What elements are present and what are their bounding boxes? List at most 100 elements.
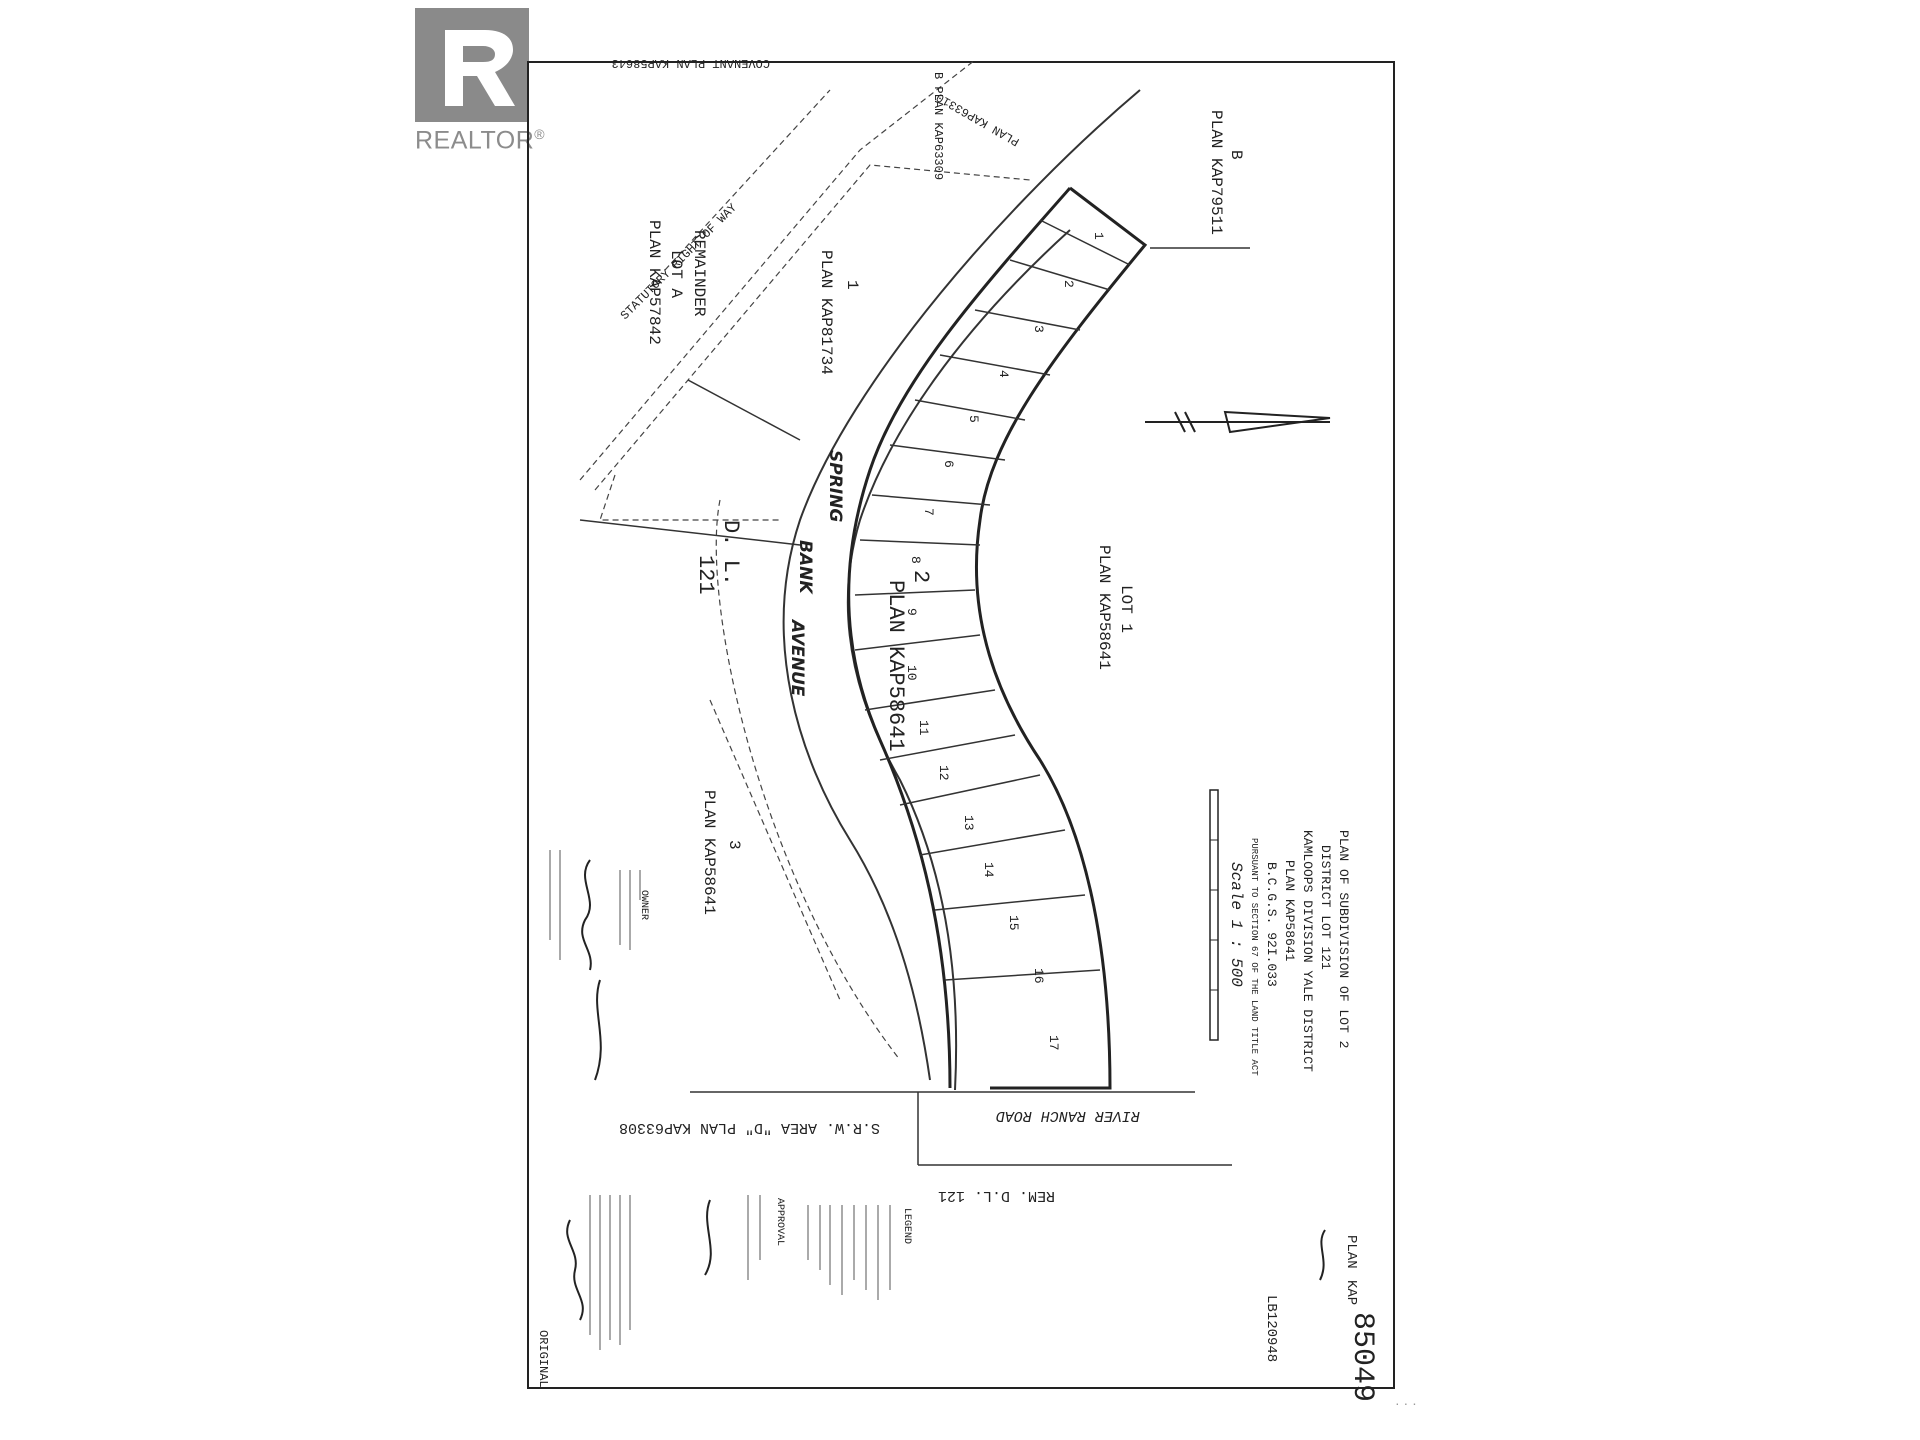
lot-numbers: 1 2 3 4 5 6 7 8 9 10 11 12 13 14 15 16 1… [904,232,1106,1051]
lb-number: LB120948 [1263,1295,1279,1362]
road-name-spring: SPRING [825,450,845,522]
lot-number: 17 [1046,1035,1061,1051]
dashed-line [594,164,1031,491]
signature-witness [581,859,592,971]
sheet-border [527,61,1395,1389]
north-arrow [1145,410,1331,434]
lot-number: 11 [916,720,931,736]
lot-line [919,829,1066,856]
realtor-brand-text: REALTOR [415,126,535,155]
title-block: PLAN OF SUBDIVISION OF LOT 2 DISTRICT LO… [1227,830,1351,1076]
signature-surveyor [566,1219,584,1321]
srw-label: S.R.W. AREA "D" PLAN KAP63308 [619,1119,880,1136]
title-line-6: PURSUANT TO SECTION 67 OF THE LAND TITLE… [1249,838,1259,1076]
lot-line [1039,219,1131,266]
realtor-logo-mark [415,8,529,122]
statutory-row-label: STATUTORY RIGHT OF WAY [618,201,740,323]
original-stamp: ORIGINAL [536,1330,550,1388]
lot-line [854,634,981,651]
lot-line [944,969,1101,981]
approval-heading: APPROVAL [774,1198,785,1246]
lot-line [934,894,1086,911]
dl-label: D. L. [718,520,743,586]
lot-number: 5 [966,415,981,423]
plan-prefix: PLAN [1343,1235,1359,1269]
signature-approval [704,1199,712,1276]
plan-number-block: PLAN KAP 85049 LB120948 [1263,1235,1379,1402]
plan-kap63309-label: B PLAN KAP63309 [931,72,945,180]
lot-number: 16 [1031,968,1046,984]
signature-owner [594,979,602,1081]
corner-artifact: · · · [1395,1395,1417,1411]
lot-number: 14 [981,862,996,878]
registered-mark: ® [534,126,546,142]
dashed-line [709,699,841,1001]
lot-number: 8 [908,556,923,564]
lot-boundary-east [974,186,1148,1090]
road-edge-west [782,89,1141,1081]
lot-number: 9 [904,608,919,616]
lot-line [871,494,991,506]
parcel-lines [579,247,1250,1166]
title-line-2: DISTRICT LOT 121 [1318,845,1333,970]
lot-line [859,539,981,546]
dashed-line [664,89,831,271]
lot-line [899,774,1041,806]
signatures [566,859,1326,1321]
plan-kap58641-right-label: PLAN KAP58641 [1095,545,1113,670]
lot-line [864,689,996,711]
plan-kap58641-left-label: PLAN KAP58641 [700,790,718,915]
parcel-1-label: 1 [843,280,861,290]
lot-line [1009,259,1111,291]
road-name-bank: BANK [795,540,815,595]
scale-bar [1209,789,1219,1041]
lot-line [879,734,1016,761]
lot-division-lines [854,219,1131,981]
lot-number: 12 [936,765,951,781]
title-line-5: B.C.G.S. 92I.033 [1264,862,1279,987]
lot-number: 2 [1061,280,1076,288]
plan-kap: KAP [1343,1280,1359,1305]
plan-kap57842-label: PLAN KAP57842 [645,220,663,345]
lot-line [914,399,1026,421]
signature-registrar [1319,1229,1326,1281]
lot-number: 1 [1091,232,1106,240]
lot-number: 3 [1031,325,1046,333]
dashed-line [579,59,976,481]
plan-3-label: 3 [725,840,743,850]
fine-print-lines [549,850,891,1350]
owner-heading: OWNER [638,890,649,920]
plan-kap63310-label: PLAN KAP63310 [934,90,1022,149]
lot-boundary-west [847,187,1072,1089]
rem-dl-label: REM. D.L. 121 [938,1187,1055,1204]
lot1-label: LOT 1 [1117,585,1135,633]
lot2-plan-label: PLAN KAP58641 [883,580,908,752]
dl-number-label: 121 [693,555,718,595]
lot-line [939,354,1051,376]
lot-number: 4 [996,370,1011,378]
lot-line [974,309,1081,331]
lot2-number-label: 2 [908,570,933,583]
dashed-plan-lines [579,59,1031,1061]
covenant-label: COVENANT PLAN KAP58643 [612,56,770,70]
plan-kap79511-label: PLAN KAP79511 [1207,110,1225,235]
legend-heading: LEGEND [901,1208,912,1244]
lot-number: 10 [904,665,919,681]
remainder-label: REMAINDER [690,230,708,317]
dashed-line [715,499,901,1061]
parcel-line [579,519,801,546]
title-line-1: PLAN OF SUBDIVISION OF LOT 2 [1336,830,1351,1048]
plan-number: 85049 [1345,1312,1379,1402]
realtor-logo: REALTOR® [415,8,545,154]
plan-kap81734-label: PLAN KAP81734 [817,250,835,375]
scale-label: Scale 1 : 500 [1227,862,1245,987]
title-line-4: PLAN KAP58641 [1282,860,1297,962]
lot-number: 15 [1006,915,1021,931]
river-ranch-road-label: RIVER RANCH ROAD [996,1107,1140,1124]
lot-line [854,589,976,596]
lot-number: 13 [961,815,976,831]
plan-b-label: B [1227,150,1245,160]
title-line-3: KAMLOOPS DIVISION YALE DISTRICT [1300,830,1315,1072]
dashed-line [599,474,780,521]
